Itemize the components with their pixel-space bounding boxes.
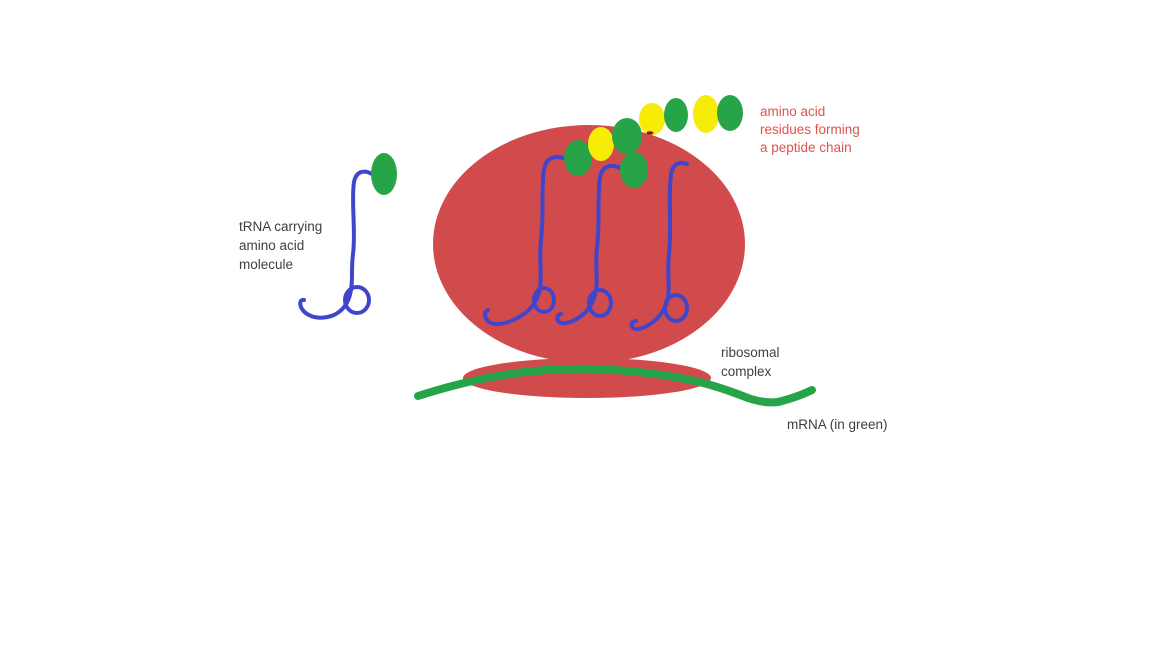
peptide-residue-6 [693,95,719,133]
trna-3-loop [663,293,689,323]
amino-acids-layer [371,95,743,195]
amino-acid-on-free-trna [371,153,397,195]
trna-2-loop [587,288,613,318]
label-line: mRNA (in green) [787,417,888,432]
label-line: a peptide chain [760,140,852,155]
label-peptide-chain: amino acid residues forming a peptide ch… [760,103,860,157]
label-line: tRNA carrying [239,219,323,234]
peptide-residue-7 [717,95,743,131]
trna-1-loop [532,286,556,314]
label-line: ribosomal [721,345,780,360]
label-mrna: mRNA (in green) [787,415,888,434]
label-ribosomal-complex: ribosomal complex [721,343,780,381]
label-line: residues forming [760,122,860,137]
peptide-residue-4 [639,103,665,135]
label-line: complex [721,364,772,379]
label-line: molecule [239,257,294,272]
peptide-residue-2 [588,127,614,161]
peptide-residue-5 [664,98,688,132]
amino-acid-on-trna-2 [620,152,648,188]
stray-mark [646,131,654,135]
peptide-residue-3 [612,118,642,154]
free-trna-loop [343,285,371,315]
peptide-residue-1 [564,140,592,176]
label-trna-carrying: tRNA carrying amino acid molecule [239,217,322,274]
label-line: amino acid [760,104,826,119]
mrna-strand [414,364,816,407]
label-line: amino acid [239,238,305,253]
ribosome-small-subunit [463,358,711,398]
